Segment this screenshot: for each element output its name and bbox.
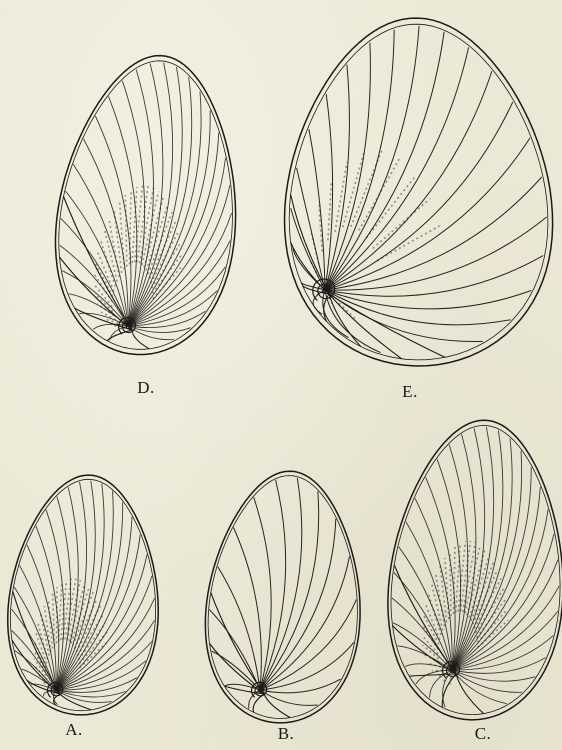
shell-outline (56, 56, 236, 355)
figure-label-c: C. (475, 724, 492, 744)
shell-figure-e (285, 18, 553, 366)
growth-line (325, 256, 543, 297)
shading-stroke (59, 583, 62, 641)
shading-stroke (104, 228, 117, 281)
growth-line (254, 497, 272, 690)
growth-line (325, 217, 547, 290)
growth-line (234, 528, 262, 691)
growth-line (325, 32, 444, 290)
shell-figure-a (8, 475, 158, 715)
growth-line (325, 290, 531, 309)
growth-line (36, 526, 59, 690)
apex-rib (211, 593, 264, 694)
shading-stroke (456, 543, 461, 612)
apex-rib (264, 694, 290, 718)
shading-stroke (152, 243, 181, 288)
growth-line (260, 480, 286, 690)
growth-line (128, 213, 232, 326)
shell-outline (8, 475, 158, 715)
growth-line (79, 313, 128, 326)
growth-line (128, 158, 226, 326)
shell-inner-outline (289, 24, 548, 360)
apex-rib (442, 674, 456, 708)
shading-stroke (125, 195, 126, 266)
shading-stroke (120, 202, 125, 270)
apex-rib (210, 644, 265, 695)
growth-line (56, 484, 104, 690)
growth-line (260, 600, 356, 690)
shading-stroke (476, 588, 504, 633)
growth-line (452, 431, 503, 671)
growth-line (66, 191, 128, 326)
shading-stroke (93, 284, 112, 307)
growth-line (128, 70, 153, 327)
growth-line (309, 129, 325, 290)
growth-line (325, 26, 419, 290)
figure-label-e: E. (402, 382, 418, 402)
growth-line (325, 47, 469, 290)
figure-label-b: B. (278, 724, 295, 744)
growth-line (325, 102, 513, 290)
shell-figure-d (56, 56, 236, 355)
shading-stroke (359, 159, 400, 231)
growth-line (122, 81, 144, 326)
growth-line (437, 459, 461, 670)
apex-rib (132, 330, 149, 349)
growth-line (297, 168, 325, 290)
growth-line (56, 482, 87, 690)
shading-stroke (377, 226, 440, 261)
growth-line (218, 567, 260, 690)
shading-stroke (373, 199, 430, 249)
shading-stroke (129, 190, 131, 264)
figure-label-d: D. (137, 378, 155, 398)
growth-line (260, 690, 318, 705)
growth-line (56, 642, 152, 691)
growth-line (325, 94, 333, 290)
growth-line (12, 631, 56, 691)
growth-line (325, 65, 349, 290)
shell-figure-c (388, 420, 562, 720)
growth-line (260, 491, 319, 690)
shading-stroke (69, 583, 85, 642)
figure-label-a: A. (65, 720, 83, 740)
shell-figure-b (205, 471, 360, 723)
shell-inner-outline (391, 426, 560, 715)
growth-line (415, 498, 452, 670)
